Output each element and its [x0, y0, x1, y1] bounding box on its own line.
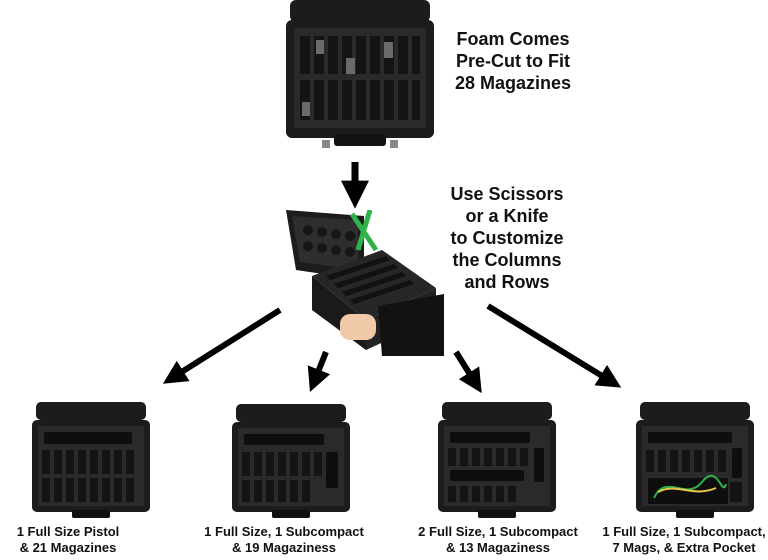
top-caption-line: Pre-Cut to Fit: [456, 51, 570, 71]
option-caption-line: & 13 Magaziness: [445, 540, 551, 555]
case-option-3: [438, 402, 556, 518]
top-caption-line: 28 Magazines: [454, 73, 572, 93]
option-caption-line: & 21 Magazines: [19, 540, 117, 555]
top-caption-line: Foam Comes: [456, 29, 570, 49]
option-caption-line: & 19 Magaziness: [231, 540, 337, 555]
arrow-option-4: [486, 303, 622, 388]
middle-caption-line: Use Scissors: [450, 184, 564, 204]
arrow-option-1: [162, 307, 282, 384]
top-caption: Foam Comes Pre-Cut to Fit 28 Magazines: [438, 28, 588, 94]
option-caption-line: 1 Full Size, 1 Subcompact,: [602, 524, 766, 539]
option-caption-line: 7 Mags, & Extra Pocket: [612, 540, 756, 555]
option-4-caption: 1 Full Size, 1 Subcompact, 7 Mags, & Ext…: [600, 524, 768, 556]
middle-caption-line: the Columns: [452, 250, 562, 270]
top-case-image: [286, 0, 434, 148]
middle-caption-line: or a Knife: [465, 206, 549, 226]
case-option-1: [32, 402, 150, 518]
option-2-caption: 1 Full Size, 1 Subcompact & 19 Magazines…: [184, 524, 384, 556]
middle-caption-line: and Rows: [464, 272, 550, 292]
arrow-option-2: [307, 350, 331, 393]
middle-caption: Use Scissors or a Knife to Customize the…: [432, 183, 582, 293]
case-option-4: [636, 402, 754, 518]
option-caption-line: 1 Full Size, 1 Subcompact: [204, 524, 364, 539]
case-option-2: [232, 404, 350, 518]
open-case-image: [286, 210, 444, 356]
option-caption-line: 1 Full Size Pistol: [16, 524, 120, 539]
middle-caption-line: to Customize: [450, 228, 564, 248]
arrow-option-3: [453, 350, 482, 394]
option-caption-line: 2 Full Size, 1 Subcompact: [418, 524, 578, 539]
option-1-caption: 1 Full Size Pistol & 21 Magazines: [0, 524, 136, 556]
option-3-caption: 2 Full Size, 1 Subcompact & 13 Magazines…: [398, 524, 598, 556]
